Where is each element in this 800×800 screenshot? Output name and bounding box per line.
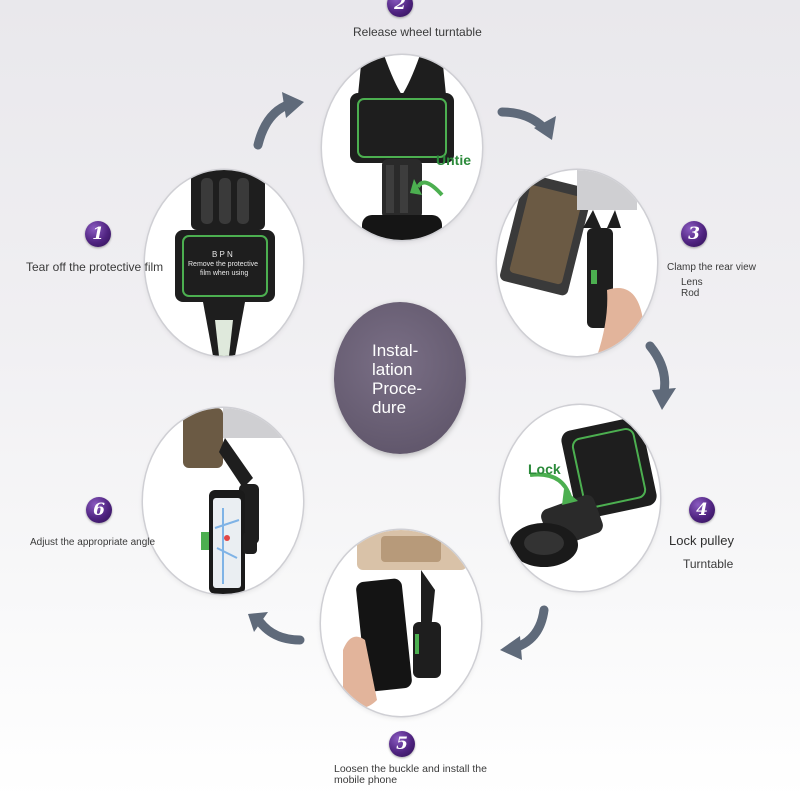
curved-arrow-icon — [509, 605, 549, 653]
step-5-badge: 5 — [389, 731, 415, 757]
step-1-badge: 1 — [85, 221, 111, 247]
step-4-turntable-label: Turntable — [683, 557, 734, 571]
untie-label: Untie — [436, 152, 471, 168]
install-phone-image — [343, 530, 467, 708]
center-title-line: Instal- — [372, 341, 419, 360]
holder-release-image — [350, 55, 454, 240]
step-5-caption: Loosen the buckle and install the mobile… — [334, 763, 487, 786]
center-title-line: Proce- — [372, 379, 423, 398]
curved-arrow-icon — [645, 341, 670, 397]
step-5-illustration — [321, 530, 481, 716]
protective-film-image — [175, 170, 275, 356]
step-1-illustration — [145, 170, 303, 356]
center-title-line: lation — [372, 360, 413, 379]
center-title-line: dure — [372, 398, 407, 417]
curved-arrow-icon — [248, 612, 268, 632]
curved-arrow-icon — [652, 388, 676, 410]
clamp-mirror-image — [500, 170, 643, 356]
curved-arrow-icon — [282, 92, 304, 118]
center-title-circle — [334, 302, 466, 454]
curved-arrow-icon — [255, 617, 305, 645]
step-3-badge: 3 — [681, 221, 707, 247]
step-3-caption: Clamp the rear view — [667, 262, 756, 273]
step-2-illustration — [322, 55, 482, 240]
curved-arrow-icon — [497, 107, 549, 133]
step-1-film-text: Remove the protective — [188, 261, 259, 268]
step-4-badge: 4 — [689, 497, 715, 523]
step-6-caption: Adjust the appropriate angle — [30, 537, 156, 548]
curved-arrow-icon — [534, 116, 556, 140]
step-3-illustration — [497, 170, 657, 356]
step-1-film-title: B P N — [212, 250, 233, 259]
adjust-angle-image — [183, 408, 283, 594]
step-4-caption: Lock pulley — [669, 533, 735, 548]
step-2-caption: Release wheel turntable — [353, 25, 482, 39]
lock-label: Lock — [528, 461, 561, 477]
step-6-badge: 6 — [86, 497, 112, 523]
step-3-rod-label: Rod — [681, 288, 700, 299]
curved-arrow-icon — [500, 636, 522, 660]
step-1-caption: Tear off the protective film — [26, 260, 164, 274]
center-title: Instal- lation Proce- dure — [372, 341, 462, 417]
step-4-illustration — [500, 405, 660, 591]
step-1-film-text-2: film when using — [200, 270, 249, 277]
curved-arrow-icon — [253, 99, 295, 150]
step-2-badge: 2 — [387, 0, 413, 17]
step-3-lens-label: Lens — [681, 277, 703, 288]
lock-pulley-image — [510, 417, 657, 567]
step-6-illustration — [143, 408, 303, 594]
